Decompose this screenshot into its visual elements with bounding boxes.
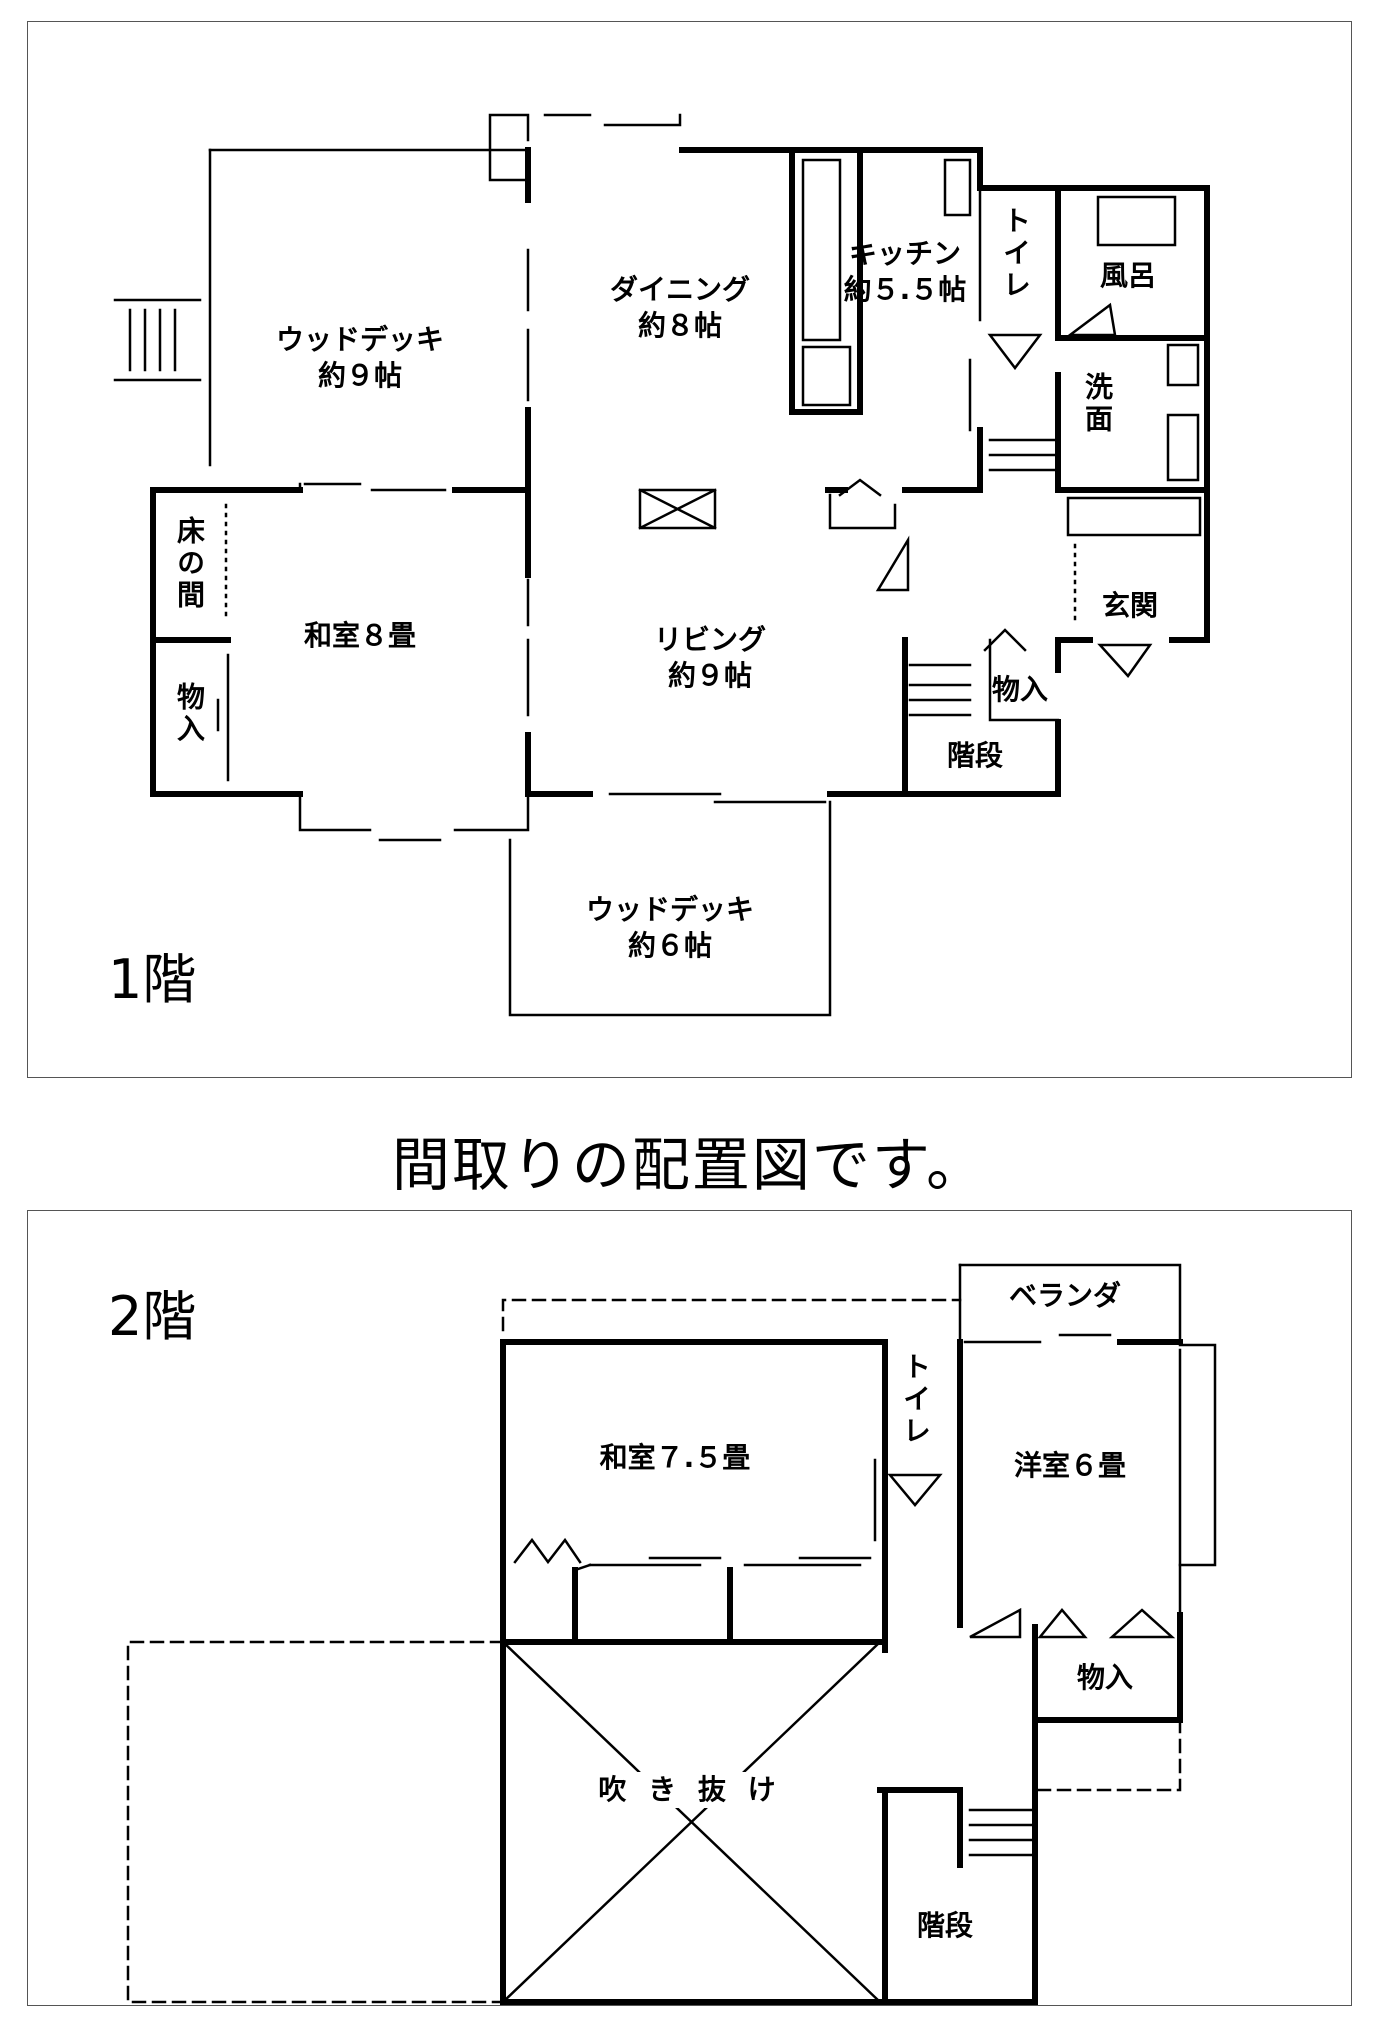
room-tokonoma: 床の間 — [173, 516, 206, 612]
room-size: 約６帖 — [627, 929, 712, 962]
room-name: リビング — [653, 623, 766, 656]
room-youshitsu: 洋室６畳 — [1013, 1449, 1126, 1482]
room-dining: ダイニング 約８帖 — [580, 272, 780, 344]
floor2-outer-walls — [500, 1339, 1183, 2005]
room-living: リビング 約９帖 — [620, 622, 800, 694]
floor2-dashed-lines — [126, 1298, 1182, 2004]
floor1-outer-walls — [150, 147, 1210, 797]
room-stairs-1f: 階段 — [946, 739, 1003, 772]
room-kitchen: キッチン 約５.５帖 — [830, 236, 980, 308]
room-size: 約８帖 — [637, 309, 722, 342]
floor2-frame — [27, 1210, 1352, 2006]
room-name: ウッドデッキ — [275, 323, 444, 356]
room-storage-2f: 物入 — [1076, 1661, 1133, 1694]
room-washroom: 洗面 — [1081, 372, 1114, 436]
room-storage-west: 物入 — [173, 682, 206, 746]
floor1-frame — [27, 21, 1352, 1078]
room-washitsu-1f: 和室８畳 — [303, 619, 416, 652]
room-wooddeck-north: ウッドデッキ 約９帖 — [260, 322, 460, 394]
room-size: 約９帖 — [667, 659, 752, 692]
room-name: キッチン — [848, 237, 961, 270]
floor1-thin-walls — [113, 113, 1202, 1017]
room-entrance: 玄関 — [1101, 589, 1158, 622]
room-bath: 風呂 — [1099, 259, 1156, 292]
floor1-dotted-lines — [224, 503, 1077, 622]
floor2-title: 2階 — [108, 1285, 197, 1348]
room-fukinuke: 吹 き 抜 け — [560, 1772, 820, 1808]
room-storage-east: 物入 — [991, 673, 1048, 706]
floor1-title: 1階 — [108, 948, 197, 1011]
room-name: ウッドデッキ — [585, 893, 754, 926]
room-toilet-1f: トイレ — [999, 206, 1032, 302]
caption: 間取りの配置図です。 — [391, 1131, 987, 1199]
room-size: 約９帖 — [317, 359, 402, 392]
room-veranda: ベランダ — [1008, 1279, 1121, 1312]
room-size: 約５.５帖 — [843, 273, 967, 306]
room-stairs-2f: 階段 — [916, 1909, 973, 1942]
room-toilet-2f: トイレ — [899, 1352, 932, 1448]
room-washitsu-2f: 和室７.５畳 — [599, 1441, 751, 1474]
floor2-thin-walls — [501, 1263, 1217, 2004]
room-name: ダイニング — [609, 273, 750, 306]
room-wooddeck-south: ウッドデッキ 約６帖 — [560, 892, 780, 964]
